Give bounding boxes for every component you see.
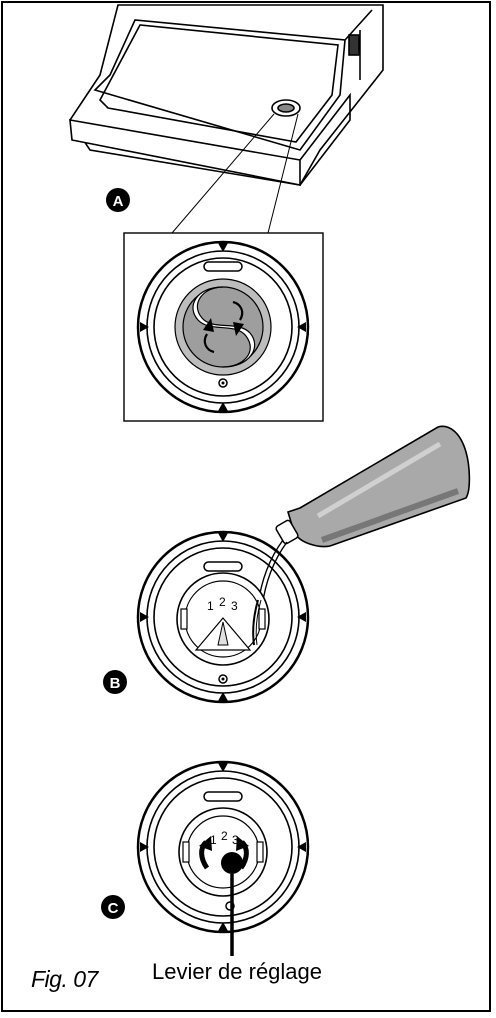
dial-c-number-1: 1 xyxy=(210,833,217,847)
step-a-label: A xyxy=(113,193,124,210)
lever-callout-label: Levier de réglage xyxy=(152,959,323,984)
adjustment-lever-icon xyxy=(199,836,249,956)
dial-c-number-3: 3 xyxy=(232,833,239,847)
step-b-badge xyxy=(103,670,127,694)
rinse-aid-bottle-icon xyxy=(257,425,471,608)
cap-c-tick-marks xyxy=(140,763,306,931)
cap-open xyxy=(136,530,310,704)
dial-b-number-2: 2 xyxy=(219,595,226,609)
rotate-cap-icon xyxy=(192,286,256,368)
dishwasher-door-illustration xyxy=(69,4,384,186)
cap-adjust xyxy=(136,760,310,934)
step-a-badge xyxy=(106,188,130,212)
step-b-label: B xyxy=(110,675,121,692)
figure-caption: Fig. 07 xyxy=(31,966,98,992)
dial-b-number-1: 1 xyxy=(207,599,214,613)
zoom-leader-lines xyxy=(171,113,299,234)
step-c-label: C xyxy=(108,900,119,917)
dial-b-number-3: 3 xyxy=(231,599,238,613)
cap-b-tick-marks xyxy=(140,533,306,701)
dial-c-number-2: 2 xyxy=(221,829,228,843)
cap-tick-marks xyxy=(140,243,306,411)
step-c-badge xyxy=(101,895,125,919)
